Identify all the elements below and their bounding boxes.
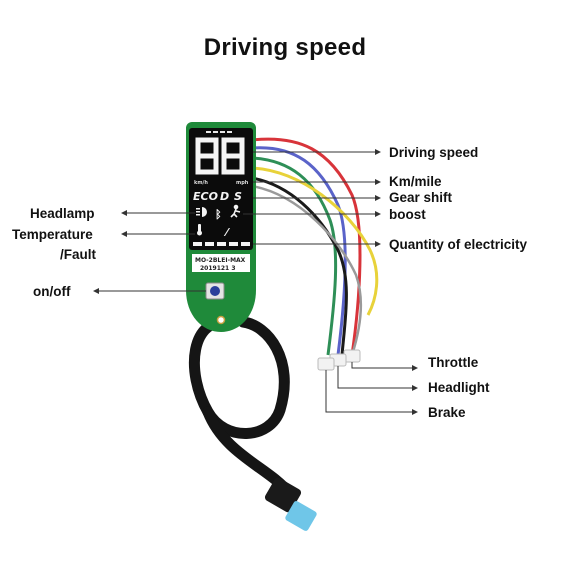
- wire-green: [251, 156, 338, 356]
- top-indicators: [206, 131, 232, 133]
- unit-mph: mph: [236, 180, 249, 186]
- s-indicator: S: [234, 190, 242, 203]
- wire-black: [251, 176, 348, 356]
- throttle-callout: [351, 362, 416, 369]
- label-gear-shift: Gear shift: [389, 190, 453, 205]
- connector-tip: [285, 501, 317, 531]
- label-headlight: Headlight: [428, 380, 490, 395]
- page-title: Driving speed: [203, 34, 367, 61]
- label-km-mile: Km/mile: [389, 174, 442, 189]
- brake-connector: [317, 357, 335, 371]
- board-label: MO-2BLEI-MAX: [195, 257, 246, 264]
- label-fault: /Fault: [60, 247, 96, 262]
- battery-bars: [193, 242, 250, 246]
- boost-icon: [230, 204, 241, 218]
- wire-red: [251, 137, 362, 356]
- eco-indicator: ECO: [193, 190, 218, 203]
- wire-gray: [251, 184, 363, 356]
- label-boost: boost: [389, 207, 426, 222]
- label-driving-speed: Driving speed: [389, 145, 479, 160]
- speed-digits: [195, 137, 245, 175]
- label-quantity: Quantity of electricity: [389, 237, 528, 252]
- wire-yellow: [251, 166, 379, 316]
- connector-body: [264, 477, 302, 513]
- label-onoff: on/off: [33, 284, 71, 299]
- wire-blue: [251, 146, 347, 356]
- label-brake: Brake: [428, 405, 466, 420]
- power-button-cap: [210, 286, 220, 296]
- label-headlamp: Headlamp: [30, 206, 95, 221]
- brake-callout: [325, 370, 416, 413]
- headlamp-icon: [196, 207, 207, 217]
- fault-icon: ⁄: [223, 226, 231, 239]
- temperature-icon: [197, 224, 202, 236]
- headlight-callout: [337, 366, 416, 389]
- board-date: 2019121 3: [200, 265, 236, 272]
- d-indicator: D: [220, 190, 229, 203]
- label-throttle: Throttle: [428, 355, 479, 370]
- board-sticker: [192, 254, 250, 272]
- unit-kmh: km/h: [194, 180, 208, 186]
- bluetooth-icon: ᛒ: [215, 208, 222, 221]
- main-cable: [188, 315, 290, 439]
- label-temperature: Temperature: [12, 227, 93, 242]
